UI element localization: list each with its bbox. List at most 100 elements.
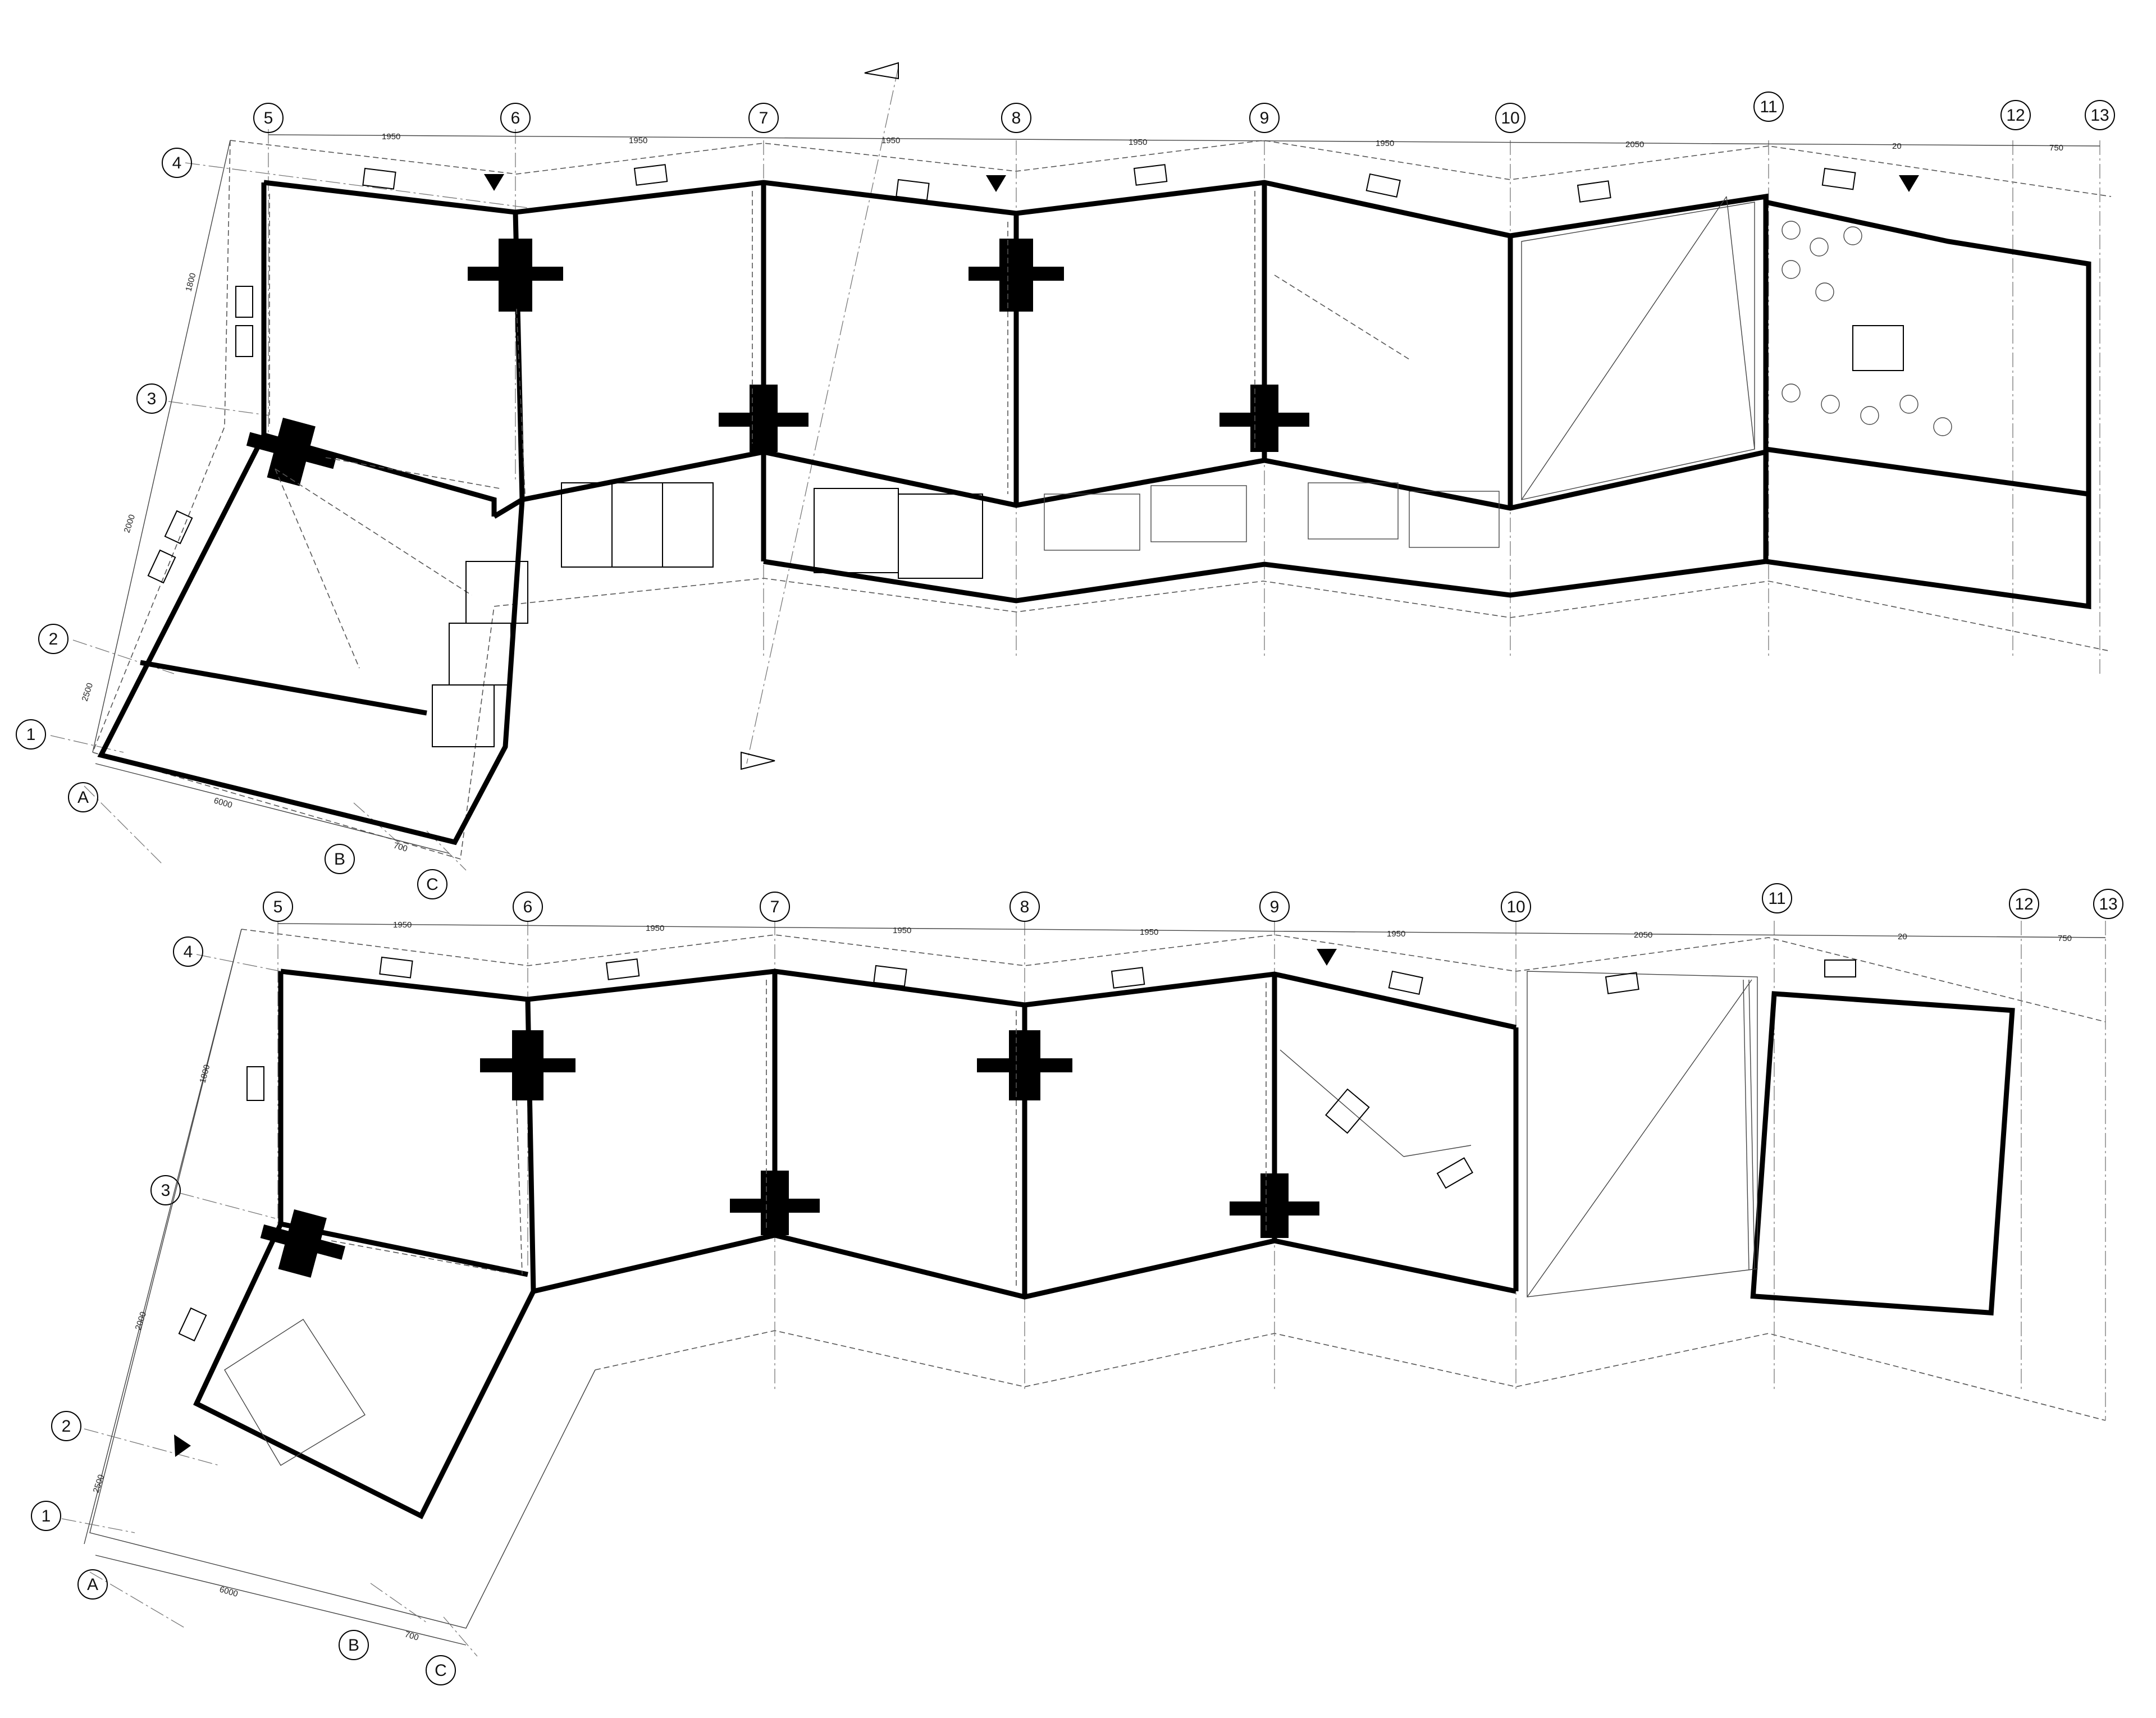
dimensions-ground: 1950 1950 1950 1950 1950 2050 20 750 180… xyxy=(80,132,2100,854)
grid-letter-label: A xyxy=(77,788,89,807)
hall-join-wall xyxy=(492,497,524,519)
row-axes xyxy=(61,954,478,1657)
column-bubbles-upper: 5 6 7 8 9 10 11 12 13 xyxy=(263,883,2123,922)
south-corridor-wall xyxy=(763,559,1766,604)
grid-col-label: 12 xyxy=(2006,106,2025,125)
outer-envelope-lower-line xyxy=(595,1330,2106,1421)
grid-row-label: 4 xyxy=(172,154,182,172)
grid-col-label: 8 xyxy=(1020,898,1030,916)
gallery-lines xyxy=(331,980,1267,1286)
dimension-label: 2000 xyxy=(134,1310,148,1331)
dimension-label: 1950 xyxy=(382,132,400,141)
grid-row-label: 1 xyxy=(26,725,36,744)
grid-letter-label: A xyxy=(87,1575,98,1594)
dimension-label: 1950 xyxy=(1129,138,1147,147)
grid-col-label: 5 xyxy=(273,898,283,916)
grid-col-label: 11 xyxy=(1768,889,1785,908)
grid-row-label: 1 xyxy=(42,1507,51,1525)
grid-letter-label: C xyxy=(435,1661,447,1680)
entrance-marker xyxy=(1317,949,1337,966)
grid-letter-label: B xyxy=(348,1636,359,1655)
section-line xyxy=(746,67,899,764)
dimension-label: 700 xyxy=(392,841,409,854)
grid-col-label: 7 xyxy=(759,109,769,127)
outer-envelope-upper-line xyxy=(241,929,2106,1022)
row-bubbles-upper: 4 3 2 1 A B C xyxy=(31,936,456,1685)
section-arrow-top xyxy=(864,62,899,80)
grid-col-label: 9 xyxy=(1260,109,1269,127)
grid-col-label: 11 xyxy=(1760,98,1777,116)
meeting-rooms xyxy=(432,482,983,747)
plan-upper-floor: 5 6 7 8 9 10 11 12 13 4 3 2 1 A B C 1950… xyxy=(31,883,2123,1685)
facade-glazing-hatches xyxy=(147,164,1856,584)
grid-row-label: 2 xyxy=(62,1417,71,1436)
north-facade-wall xyxy=(263,180,1769,449)
outer-envelope-lower-line xyxy=(494,578,2112,652)
grid-col-label: 13 xyxy=(2099,895,2117,913)
dimension-label: 2500 xyxy=(92,1473,106,1494)
grid-letter-label: C xyxy=(426,875,438,894)
dimension-label: 1950 xyxy=(893,926,911,935)
outer-envelope-left-line xyxy=(92,140,495,860)
grid-row-label: 3 xyxy=(161,1181,171,1200)
dimension-label: 1950 xyxy=(1376,139,1394,148)
dimension-label: 2500 xyxy=(80,682,95,702)
atrium-outline xyxy=(1521,202,1755,500)
dimensions-upper: 1950 1950 1950 1950 1950 2050 20 750 180… xyxy=(84,920,2106,1646)
east-block-mid-wall xyxy=(1765,446,2089,497)
column-bubbles-ground: 5 6 7 8 9 10 11 12 13 xyxy=(253,92,2115,133)
dimension-label: 750 xyxy=(2058,934,2072,943)
facade-glazing-hatches xyxy=(178,956,1856,1342)
row-bubbles-ground: 4 3 2 1 A B C xyxy=(16,148,447,899)
cafe-tables xyxy=(1782,221,1952,436)
dimension-label: 2050 xyxy=(1634,930,1652,940)
southwest-block-wall xyxy=(193,1223,536,1520)
grid-col-label: 6 xyxy=(511,109,520,127)
grid-col-label: 13 xyxy=(2090,106,2109,125)
atrium-outline xyxy=(1527,971,1758,1297)
grid-col-label: 7 xyxy=(770,898,780,916)
east-block-wall xyxy=(1763,199,2091,610)
grid-row-label: 3 xyxy=(147,390,157,408)
dimension-label: 1950 xyxy=(393,920,412,930)
grid-row-label: 4 xyxy=(184,943,193,961)
lower-wing-wall xyxy=(140,660,427,716)
plan-ground-floor: 5 6 7 8 9 10 11 12 13 4 3 2 1 A B C 1950… xyxy=(16,62,2115,899)
seminar-seating xyxy=(1044,482,1500,551)
dimension-label: 1800 xyxy=(198,1063,212,1084)
grid-col-label: 9 xyxy=(1270,898,1280,916)
lightwell-outline xyxy=(224,1319,366,1466)
north-facade-wall xyxy=(280,968,1516,1030)
dimension-label: 20 xyxy=(1892,141,1902,151)
grid-col-label: 10 xyxy=(1506,898,1525,916)
grid-row-label: 2 xyxy=(49,630,58,648)
corridor-facade-wall xyxy=(522,449,1766,511)
east-box-wall xyxy=(1750,991,2015,1316)
dimension-label: 2050 xyxy=(1625,140,1644,149)
dimension-label: 1950 xyxy=(1140,927,1158,937)
row-axes xyxy=(50,162,528,871)
grid-col-label: 10 xyxy=(1501,109,1519,127)
dimension-label: 1950 xyxy=(1387,929,1405,939)
dimension-label: 1950 xyxy=(646,924,664,933)
structural-cores xyxy=(246,239,1309,486)
entrance-markers xyxy=(484,174,1919,192)
dimension-label: 700 xyxy=(404,1630,420,1643)
dimension-label: 6000 xyxy=(218,1585,239,1600)
dimension-label: 2000 xyxy=(122,513,137,534)
outer-envelope-upper-line xyxy=(230,140,2112,197)
entrance-marker xyxy=(174,1434,191,1457)
dimension-label: 1950 xyxy=(881,136,900,145)
grid-col-label: 12 xyxy=(2015,895,2033,913)
dimension-label: 1950 xyxy=(629,136,647,145)
grid-col-label: 6 xyxy=(523,898,533,916)
grid-col-label: 8 xyxy=(1012,109,1021,127)
dimension-label: 750 xyxy=(2049,143,2063,153)
grid-letter-label: B xyxy=(334,850,345,869)
section-arrow-bottom xyxy=(741,751,775,770)
structural-cores xyxy=(260,1030,1319,1278)
dimension-label: 1800 xyxy=(184,272,198,293)
dimension-label: 20 xyxy=(1898,932,1907,942)
gallery-lines xyxy=(269,191,1255,495)
